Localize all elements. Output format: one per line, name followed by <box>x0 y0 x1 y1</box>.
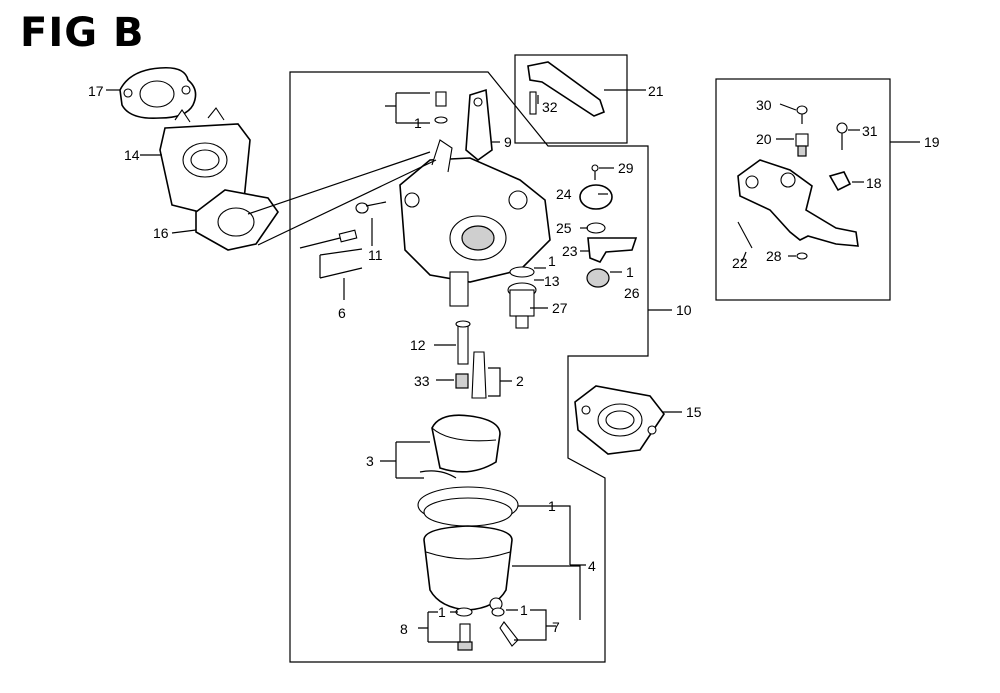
jet-32-part <box>455 373 469 389</box>
callout-1-seal: 1 <box>626 264 634 280</box>
callout-12: 13 <box>544 273 560 289</box>
screw-33-part <box>434 91 448 124</box>
callout-21: 22 <box>732 255 748 271</box>
callout-23: 24 <box>556 186 572 202</box>
callout-1-drain: 1 <box>520 602 528 618</box>
bolt-7-part <box>455 607 473 651</box>
washer-27-part <box>796 252 808 260</box>
callout-13: 14 <box>124 147 140 163</box>
nut-19-part <box>795 133 809 157</box>
callout-1-bolt: 1 <box>438 604 446 620</box>
float-valve-26-part <box>507 282 537 329</box>
clip-17-part <box>828 171 852 192</box>
callout-15: 16 <box>153 225 169 241</box>
insulator-13-part <box>159 107 251 213</box>
control-bracket-part <box>737 159 859 247</box>
callout-17: 18 <box>866 175 882 191</box>
callout-9: 10 <box>676 302 692 318</box>
insulator-14-part <box>574 385 665 455</box>
lever-kit-box <box>514 54 628 144</box>
callout-10: 11 <box>368 247 383 263</box>
control-assembly-box <box>715 78 891 301</box>
main-jet-11-part <box>455 320 471 365</box>
callout-8: 9 <box>504 134 512 150</box>
callout-14: 15 <box>686 404 702 420</box>
callout-28: 29 <box>618 160 634 176</box>
callout-25: 26 <box>624 285 640 301</box>
callout-18: 19 <box>924 134 940 150</box>
accelerator-stack-part <box>579 164 638 288</box>
gasket-16-part <box>119 66 197 120</box>
gasket-15-part <box>195 189 279 251</box>
callout-24: 25 <box>556 220 572 236</box>
callout-32: 33 <box>414 373 430 389</box>
callout-22: 23 <box>562 243 578 259</box>
main-assembly-outline <box>289 71 649 663</box>
pilot-screw-5-part <box>299 229 358 249</box>
throttle-lever-20-part <box>527 61 605 117</box>
callout-29: 30 <box>756 97 772 113</box>
callout-4: 4 <box>588 558 596 574</box>
callout-27: 28 <box>766 248 782 264</box>
callout-3: 3 <box>366 453 374 469</box>
callout-30: 31 <box>862 123 878 139</box>
callout-2: 2 <box>516 373 524 389</box>
callout-1-gasket: 1 <box>548 498 556 514</box>
leader-lines <box>106 89 920 643</box>
callout-11: 12 <box>410 337 426 353</box>
callout-19: 20 <box>756 131 772 147</box>
spring-21-part <box>737 221 753 249</box>
callout-7: 8 <box>400 621 408 637</box>
float-3-part <box>419 414 501 479</box>
o-ring-12-part <box>509 266 535 278</box>
choke-lever-8-part <box>465 88 493 162</box>
callout-labels: 17 14 16 1 9 32 21 29 24 25 23 1 13 1 26… <box>88 83 940 637</box>
drain-screw-6-part <box>491 607 519 647</box>
carburetor-body-part <box>399 139 551 307</box>
callout-31: 32 <box>542 99 558 115</box>
callout-1-oring: 1 <box>548 253 556 269</box>
callout-16: 17 <box>88 83 104 99</box>
callout-26: 27 <box>552 300 568 316</box>
screw-10-part <box>355 201 387 214</box>
callout-6: 7 <box>552 619 560 635</box>
screw-30-part <box>836 122 848 150</box>
figure-title: FIG B <box>20 10 145 56</box>
screw-29-part <box>796 105 808 124</box>
float-chamber-4-part <box>417 486 519 611</box>
callout-5: 6 <box>338 305 346 321</box>
callout-1-screw: 1 <box>414 115 422 131</box>
callout-20: 21 <box>648 83 664 99</box>
float-needle-2-part <box>471 351 487 399</box>
